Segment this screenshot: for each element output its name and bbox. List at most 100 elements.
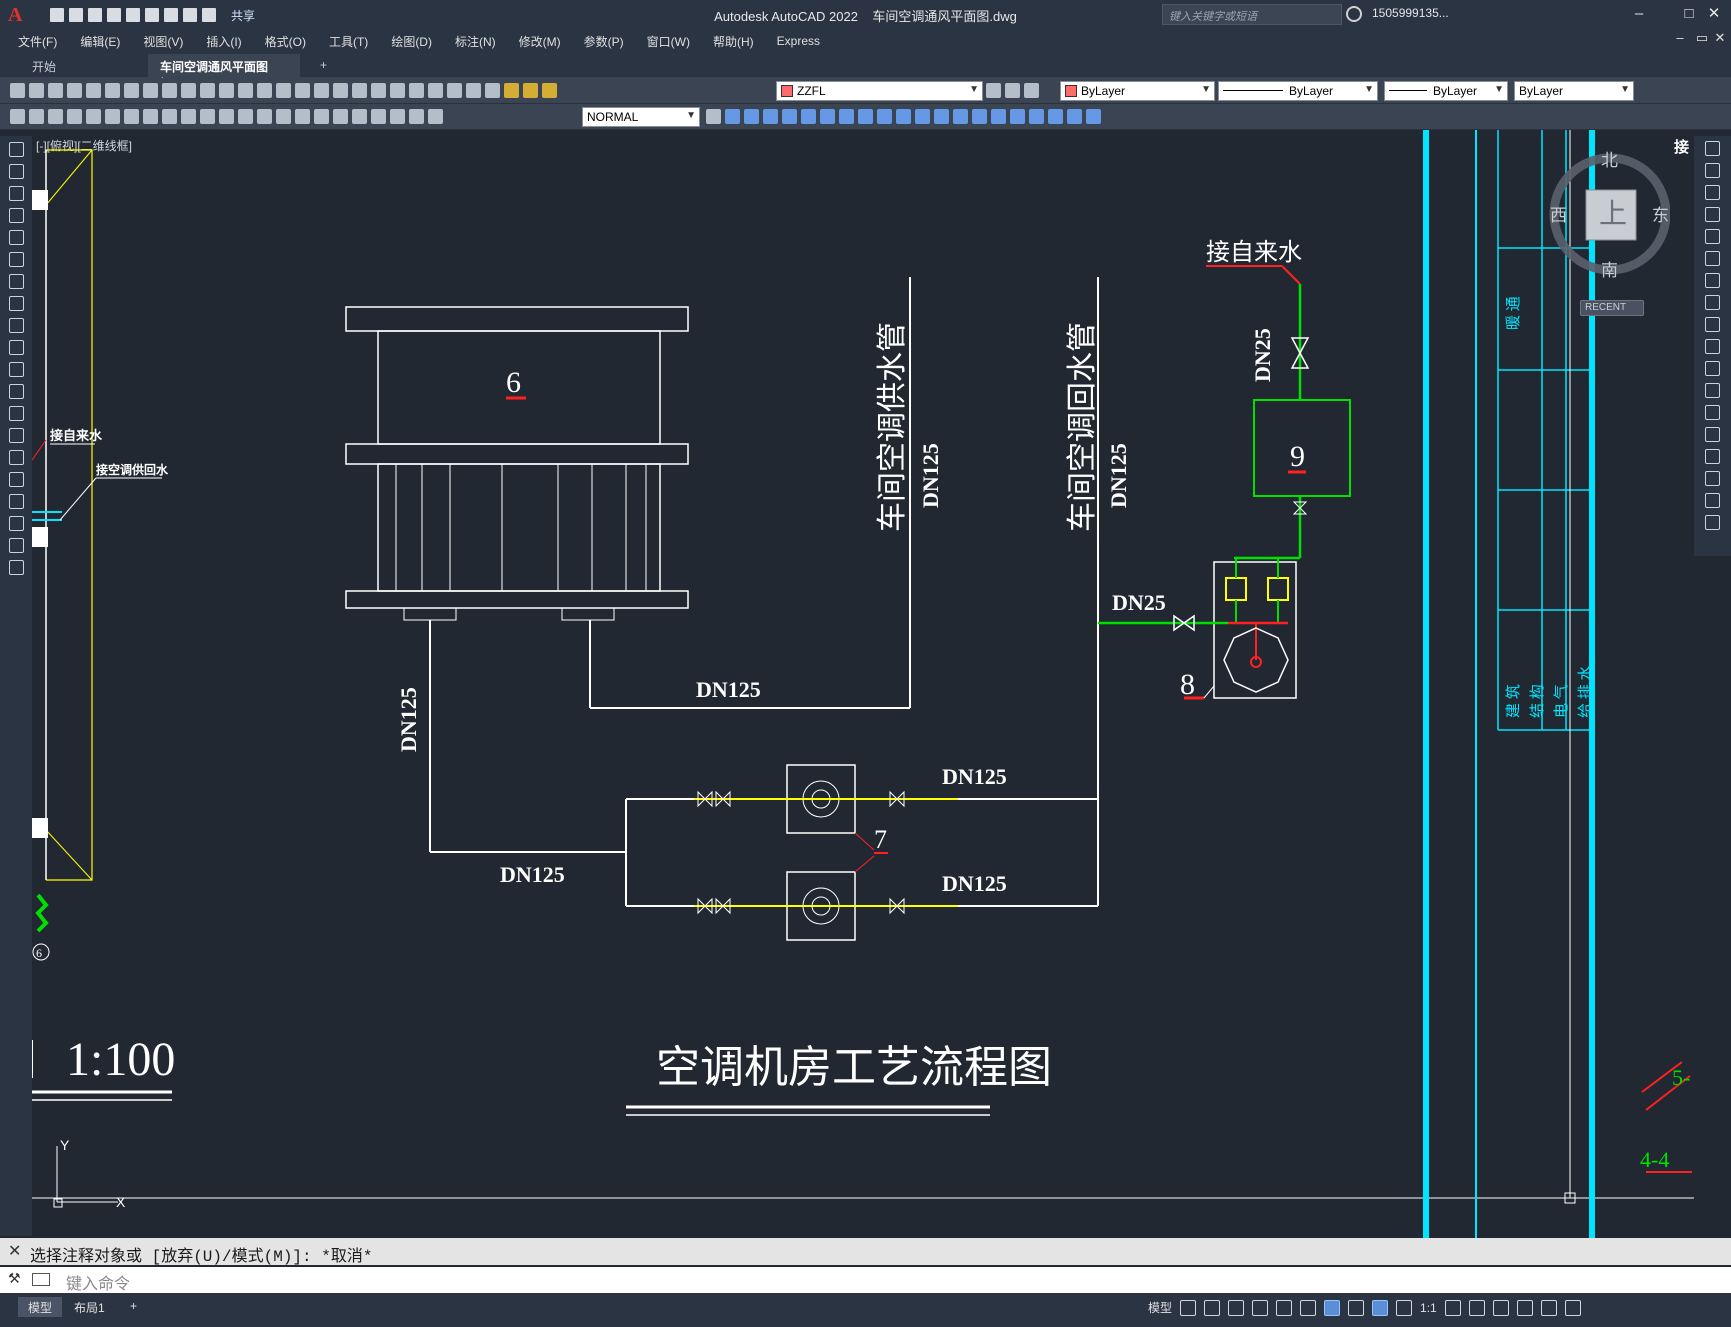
dim-space-icon[interactable] — [276, 109, 291, 124]
tool-palettes-icon[interactable] — [390, 83, 405, 98]
copy-icon[interactable] — [162, 83, 177, 98]
markup-icon[interactable] — [428, 83, 443, 98]
annotation-visibility-icon[interactable] — [1372, 1299, 1389, 1316]
scale-icon[interactable] — [1705, 295, 1720, 310]
region-icon[interactable] — [8, 494, 24, 509]
autocad-logo[interactable]: A — [8, 4, 23, 26]
move-faces-icon[interactable] — [801, 109, 816, 124]
color-dropdown[interactable]: ByLayer▼ — [1060, 81, 1215, 101]
add-selected-icon[interactable] — [8, 560, 24, 575]
separate-icon[interactable] — [1010, 109, 1025, 124]
ellipse-icon[interactable] — [8, 340, 24, 355]
spline-icon[interactable] — [8, 318, 24, 333]
layer-previous-icon[interactable] — [1005, 83, 1020, 98]
open-icon[interactable] — [69, 8, 83, 22]
array-icon[interactable] — [1705, 229, 1720, 244]
mirror-icon[interactable] — [1705, 185, 1720, 200]
continue-icon[interactable] — [257, 109, 272, 124]
open-web-icon[interactable] — [126, 8, 140, 22]
rectangle-icon[interactable] — [8, 230, 24, 245]
layer-lock-icon[interactable] — [542, 83, 557, 98]
grid-icon[interactable] — [1180, 1299, 1197, 1316]
aligned-dim-icon[interactable] — [86, 109, 101, 124]
recent-commands-icon[interactable] — [32, 1273, 50, 1286]
dim-icon[interactable] — [29, 109, 44, 124]
extend-icon[interactable] — [1705, 361, 1720, 376]
stretch-icon[interactable] — [1705, 317, 1720, 332]
zoom-window-icon[interactable] — [314, 83, 329, 98]
taper-faces-icon[interactable] — [877, 109, 892, 124]
undo-icon[interactable] — [238, 83, 253, 98]
clean-screen-icon[interactable] — [1540, 1299, 1557, 1316]
new-icon[interactable] — [50, 8, 64, 22]
join-icon[interactable] — [1705, 427, 1720, 442]
paste-icon[interactable] — [181, 83, 196, 98]
construction-line-icon[interactable] — [8, 164, 24, 179]
lineweight-dropdown[interactable]: ByLayer▼ — [1384, 81, 1508, 101]
imprint-icon[interactable] — [972, 109, 987, 124]
cut-icon[interactable] — [143, 83, 158, 98]
quick-dimension-icon[interactable] — [219, 109, 234, 124]
viewcube-east[interactable]: 东 — [1652, 206, 1669, 225]
undo-icon[interactable] — [183, 8, 197, 22]
viewport-controls-label[interactable]: [-][俯视][二维线框] — [36, 138, 132, 153]
copy-faces-icon[interactable] — [896, 109, 911, 124]
intersect-icon[interactable] — [763, 109, 778, 124]
viewcube-recent-button[interactable]: RECENT — [1580, 300, 1644, 316]
block-editor-icon[interactable] — [219, 83, 234, 98]
add-layout-button[interactable]: + — [130, 1299, 138, 1313]
isolate-icon[interactable] — [1492, 1299, 1509, 1316]
offset-faces-icon[interactable] — [820, 109, 835, 124]
drawing-canvas[interactable]: [-][俯视][二维线框] 接自来水 接空调供回水 — [32, 130, 1694, 1238]
clean-icon[interactable] — [991, 109, 1006, 124]
menu-view[interactable]: 视图(V) — [143, 34, 184, 49]
viewcube-south[interactable]: 南 — [1601, 261, 1618, 280]
dim-break-icon[interactable] — [295, 109, 310, 124]
hardware-accel-icon[interactable] — [1516, 1299, 1533, 1316]
close-button[interactable]: ✕ — [1707, 5, 1721, 22]
menu-window[interactable]: 窗口(W) — [646, 34, 690, 49]
baseline-icon[interactable] — [238, 109, 253, 124]
offset-icon[interactable] — [1705, 207, 1720, 222]
break-at-point-icon[interactable] — [1705, 383, 1720, 398]
explode-icon[interactable] — [1705, 515, 1720, 530]
share-button[interactable]: 共享 — [231, 8, 256, 23]
jogged-icon[interactable] — [162, 109, 177, 124]
gradient-icon[interactable] — [8, 472, 24, 487]
plus-icon[interactable] — [1468, 1299, 1485, 1316]
dim-update-icon[interactable] — [428, 109, 443, 124]
wrench-icon[interactable]: ⚒ — [8, 1270, 21, 1286]
tab-start[interactable]: 开始 — [20, 54, 140, 78]
rotate-icon[interactable] — [1705, 273, 1720, 288]
jog-linear-icon[interactable] — [371, 109, 386, 124]
plot-icon[interactable] — [164, 8, 178, 22]
angular-icon[interactable] — [200, 109, 215, 124]
save-icon[interactable] — [88, 8, 102, 22]
rotate-faces-icon[interactable] — [858, 109, 873, 124]
polygon-icon[interactable] — [8, 208, 24, 223]
layer-properties-icon[interactable] — [485, 83, 500, 98]
command-input[interactable]: 键入命令 — [66, 1276, 131, 1293]
minimize-button[interactable]: – — [1634, 5, 1644, 22]
menu-modify[interactable]: 修改(M) — [518, 34, 561, 49]
tab-drawing[interactable]: 车间空调通风平面图*× — [148, 54, 300, 89]
revcloud-icon[interactable] — [8, 296, 24, 311]
zoom-realtime-icon[interactable] — [295, 83, 310, 98]
open-icon[interactable] — [29, 83, 44, 98]
check-icon[interactable] — [1048, 109, 1063, 124]
properties-icon[interactable] — [352, 83, 367, 98]
layer-sun-icon[interactable] — [523, 83, 538, 98]
dim-style-set-icon[interactable] — [706, 109, 721, 124]
ellipse-arc-icon[interactable] — [8, 362, 24, 377]
arc-length-icon[interactable] — [105, 109, 120, 124]
save-icon[interactable] — [48, 83, 63, 98]
move-icon[interactable] — [1705, 251, 1720, 266]
command-line[interactable]: ⚒ 键入命令 — [0, 1267, 1731, 1293]
arc-icon[interactable] — [8, 252, 24, 267]
matchprop-icon[interactable] — [200, 83, 215, 98]
dim-edit-icon[interactable] — [390, 109, 405, 124]
redo-icon[interactable] — [257, 83, 272, 98]
3dprint-icon[interactable] — [124, 83, 139, 98]
extrude-faces-icon[interactable] — [782, 109, 797, 124]
table-icon[interactable] — [8, 516, 24, 531]
